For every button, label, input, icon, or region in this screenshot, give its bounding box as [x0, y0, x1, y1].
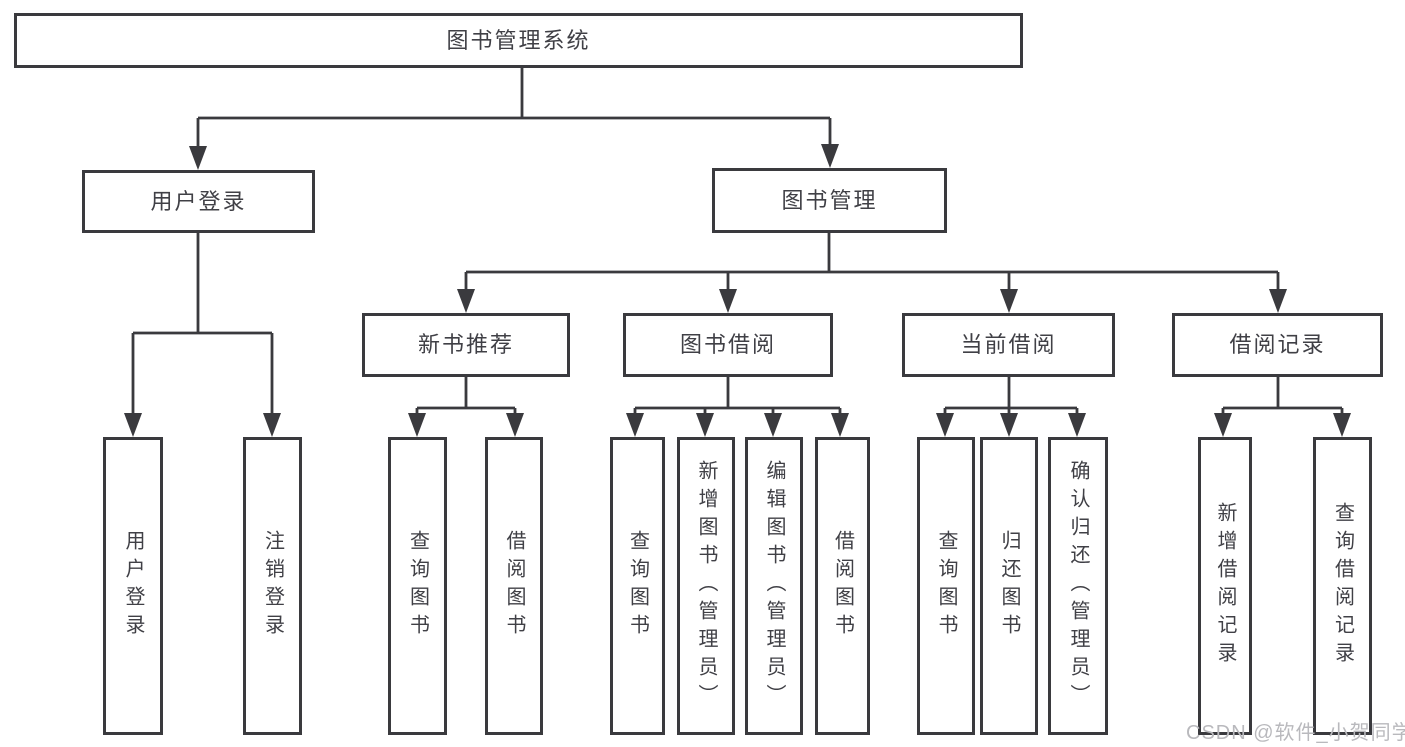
leaf-add-borrow-record: 新增借阅记录 [1198, 437, 1252, 735]
node-user-login: 用户登录 [82, 170, 315, 233]
node-book-borrowing: 图书借阅 [623, 313, 833, 377]
leaf-query-books-current: 查询图书 [917, 437, 975, 735]
node-new-book-recommendation: 新书推荐 [362, 313, 570, 377]
node-borrowing-records: 借阅记录 [1172, 313, 1383, 377]
leaf-query-books-recommendation: 查询图书 [388, 437, 447, 735]
node-book-management: 图书管理 [712, 168, 947, 233]
leaf-logout: 注销登录 [243, 437, 302, 735]
node-current-borrowing: 当前借阅 [902, 313, 1115, 377]
leaf-query-books-borrowing: 查询图书 [610, 437, 665, 735]
leaf-edit-book-admin: 编辑图书（管理员） [745, 437, 803, 735]
leaf-add-book-admin: 新增图书（管理员） [677, 437, 735, 735]
csdn-watermark: CSDN @软件_小贺同学 [1186, 722, 1405, 744]
leaf-user-login: 用户登录 [103, 437, 163, 735]
leaf-query-borrow-record: 查询借阅记录 [1313, 437, 1372, 735]
leaf-borrow-books-recommendation: 借阅图书 [485, 437, 543, 735]
leaf-borrow-books: 借阅图书 [815, 437, 870, 735]
leaf-return-books: 归还图书 [980, 437, 1038, 735]
leaf-confirm-return-admin: 确认归还（管理员） [1048, 437, 1108, 735]
node-library-management-system: 图书管理系统 [14, 13, 1023, 68]
